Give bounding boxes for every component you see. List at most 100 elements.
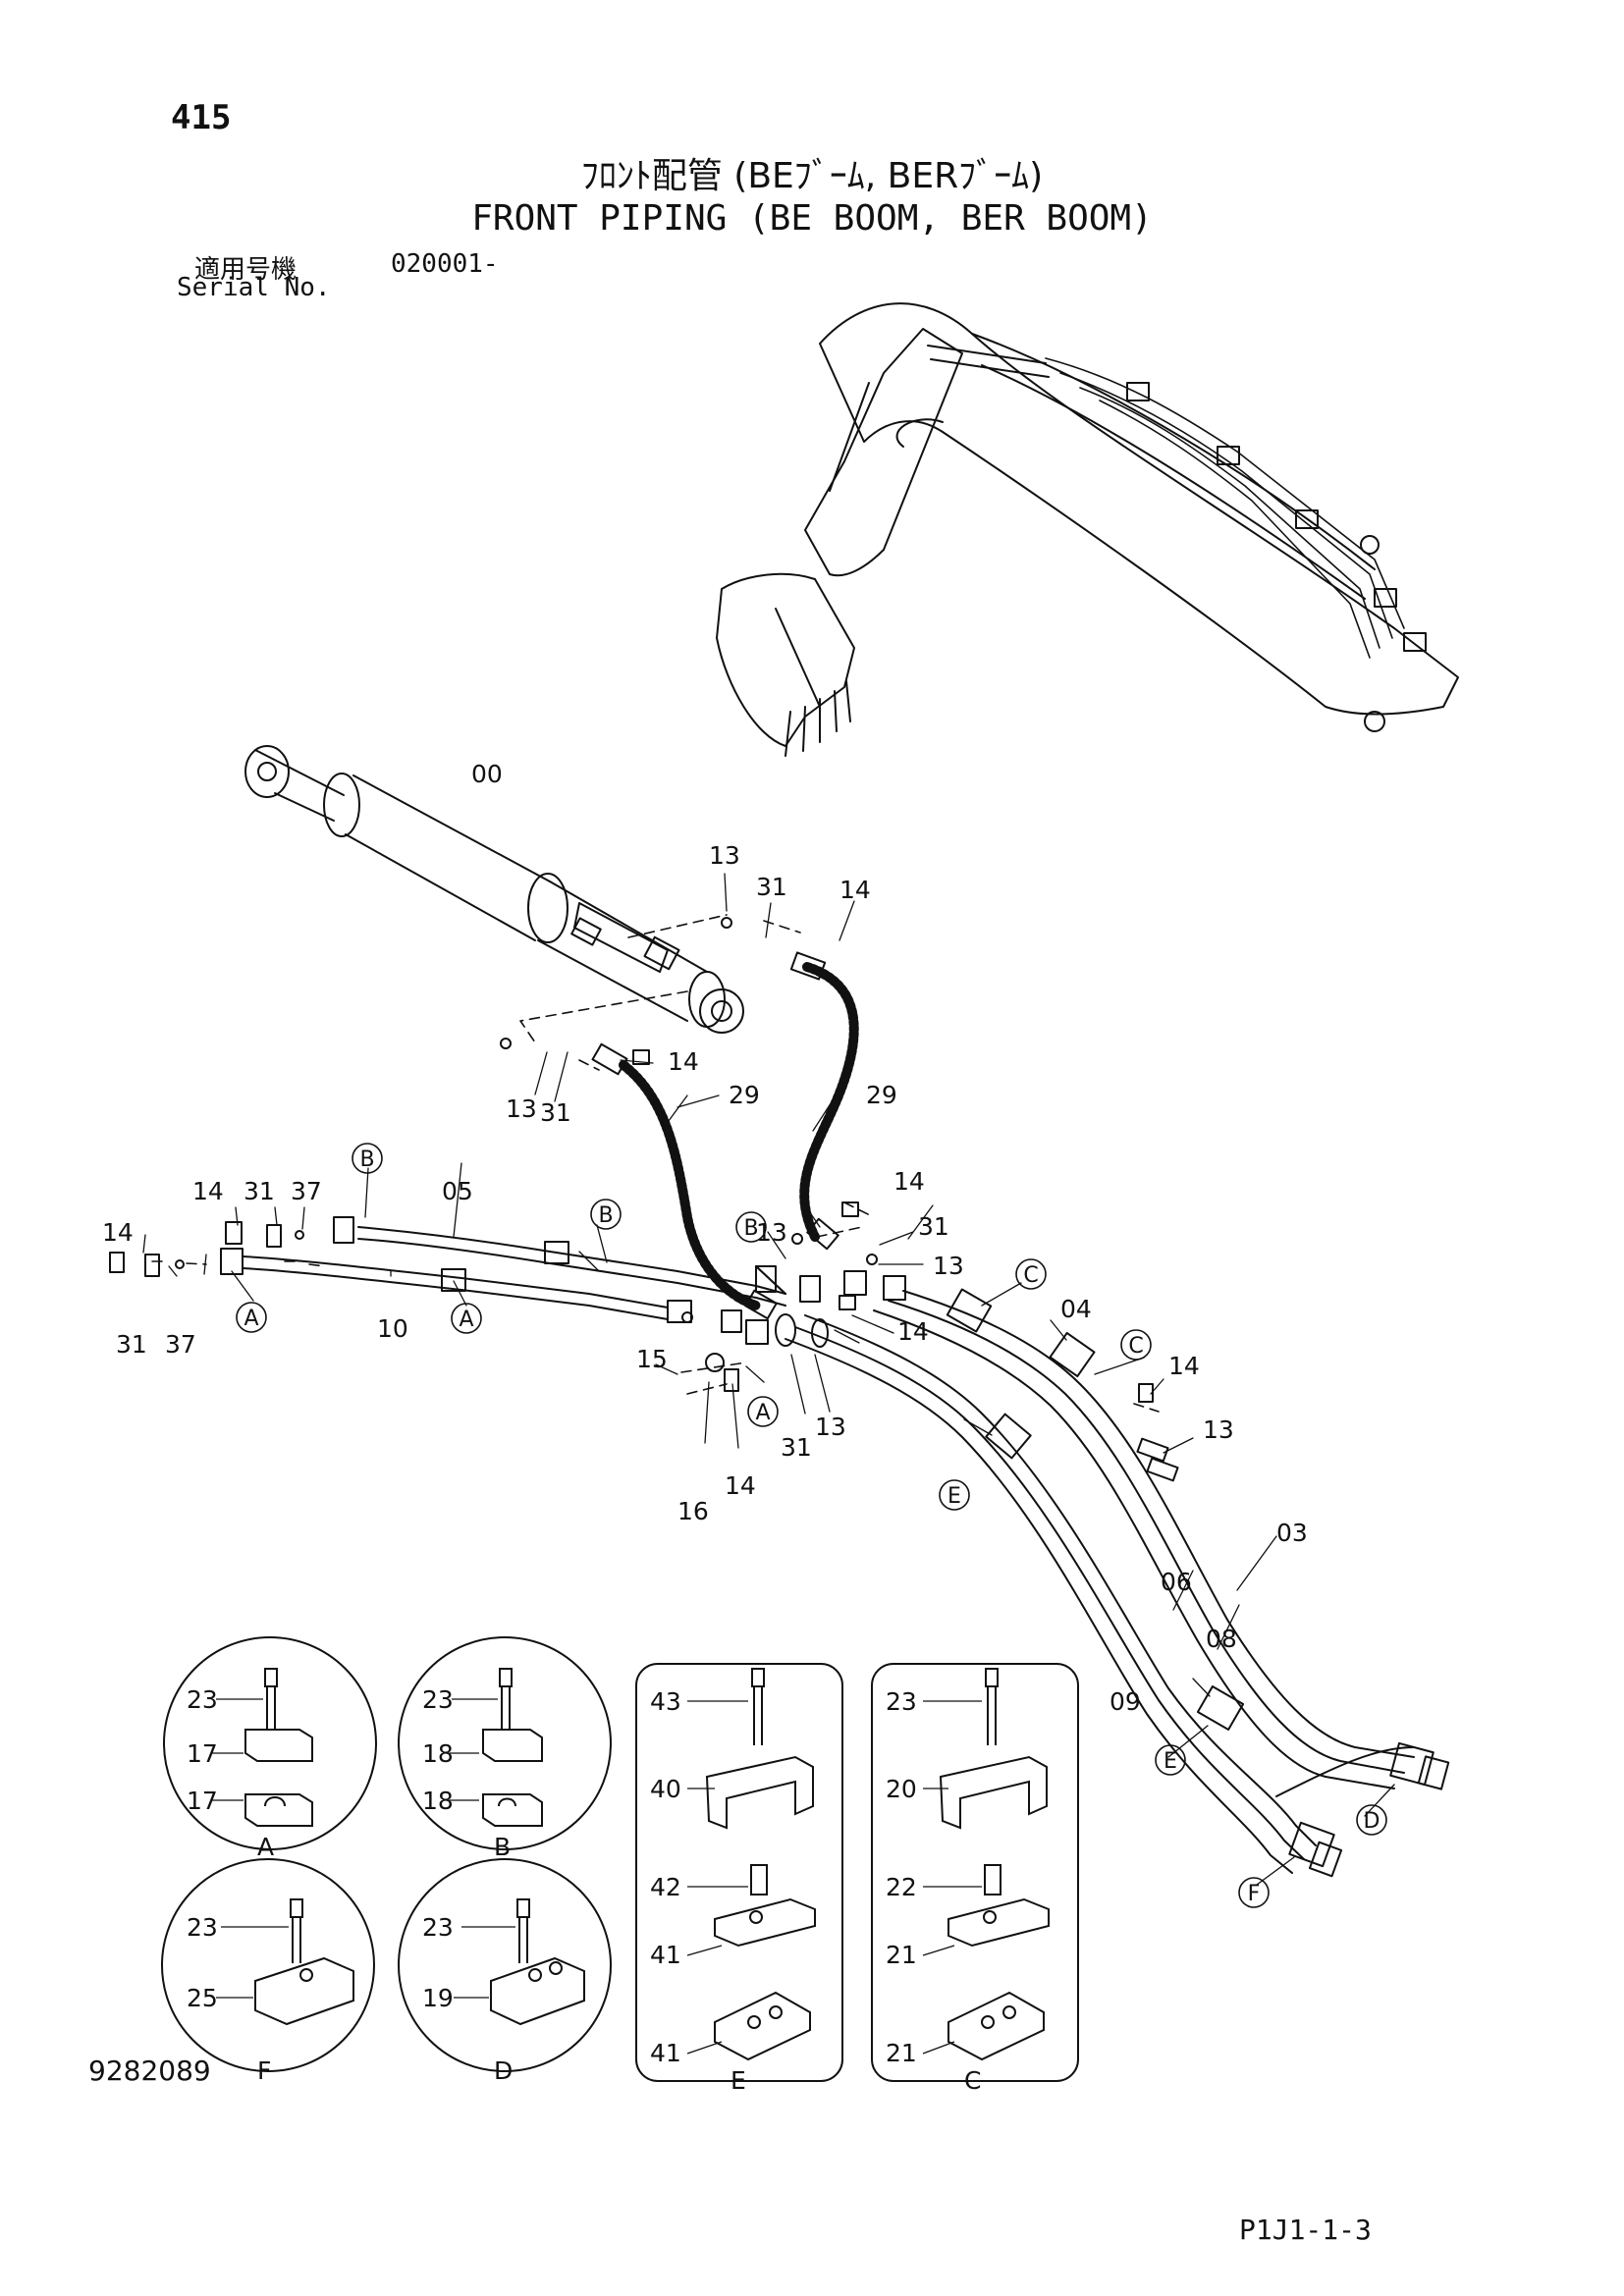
callout-31: 31: [244, 1177, 275, 1205]
callout-03: 03: [1276, 1519, 1308, 1547]
pipe-clamps: [946, 1288, 1450, 1878]
svg-text:B: B: [743, 1216, 758, 1241]
detail-b-bottom-label: 18: [422, 1787, 454, 1815]
callout-13: 13: [933, 1252, 964, 1280]
callout-14: 14: [839, 876, 871, 904]
callout-14: 14: [897, 1317, 929, 1346]
svg-text:E: E: [947, 1484, 961, 1509]
ref-circle-b: B: [735, 1211, 767, 1243]
callout-13: 13: [1203, 1415, 1234, 1444]
callout-14: 14: [668, 1047, 699, 1076]
ref-circle-a: A: [451, 1303, 482, 1334]
ref-circle-e: E: [939, 1479, 970, 1511]
svg-text:D: D: [1364, 1809, 1380, 1834]
detail-b-clamp: [398, 1636, 612, 1850]
ref-circle-b: B: [590, 1199, 622, 1230]
detail-e-bolt-label: 43: [650, 1687, 681, 1716]
callout-06: 06: [1161, 1568, 1192, 1596]
callout-10: 10: [377, 1314, 408, 1343]
detail-d-block-label: 19: [422, 1984, 454, 2012]
detail-a-clamp: [163, 1636, 377, 1850]
detail-e-bottom-label: 41: [650, 2039, 681, 2067]
callout-13: 13: [709, 841, 740, 870]
svg-text:B: B: [359, 1148, 374, 1172]
serial-label-english: Serial No.: [177, 273, 331, 302]
detail-a-caption: A: [257, 1833, 274, 1861]
callout-05: 05: [442, 1177, 473, 1205]
detail-e-caption: E: [731, 2066, 746, 2095]
title-english: FRONT PIPING (BE BOOM, BER BOOM): [471, 198, 1153, 239]
callout-08: 08: [1206, 1625, 1237, 1653]
detail-a-bolt-label: 23: [187, 1685, 218, 1714]
ref-circle-d: D: [1356, 1804, 1387, 1836]
callout-14: 14: [192, 1177, 224, 1205]
callout-14: 14: [102, 1218, 134, 1247]
serial-number: 020001-: [391, 249, 499, 279]
detail-e-cover-label: 40: [650, 1775, 681, 1803]
page-number: 415: [171, 98, 232, 137]
detail-c-bottom-label: 21: [886, 2039, 917, 2067]
detail-c-cover-label: 20: [886, 1775, 917, 1803]
callout-31: 31: [116, 1330, 147, 1359]
svg-text:A: A: [755, 1401, 770, 1425]
callout-29: 29: [866, 1081, 897, 1109]
svg-text:B: B: [598, 1203, 613, 1228]
detail-c-bolt-label: 23: [886, 1687, 917, 1716]
detail-c-caption: C: [964, 2066, 981, 2095]
ref-circle-b: B: [352, 1143, 383, 1174]
callout-13: 13: [506, 1095, 537, 1123]
ref-circle-c: C: [1120, 1329, 1152, 1361]
page-code: P1J1-1-3: [1239, 2214, 1372, 2246]
callout-14: 14: [1168, 1352, 1200, 1380]
junction-hardware: [500, 917, 1154, 1403]
callout-09: 09: [1110, 1687, 1141, 1716]
flexible-hoses: [591, 951, 859, 1320]
callout-29: 29: [729, 1081, 760, 1109]
excavator-front-illustration: [716, 302, 1459, 757]
detail-a-top-label: 17: [187, 1739, 218, 1768]
callout-14: 14: [725, 1471, 756, 1500]
callout-15: 15: [636, 1345, 668, 1373]
detail-b-caption: B: [494, 1833, 511, 1861]
detail-e-spacer-label: 42: [650, 1873, 681, 1901]
detail-f-bolt-label: 23: [187, 1913, 218, 1942]
ref-circle-a: A: [747, 1396, 779, 1427]
callout-00: 00: [471, 760, 503, 788]
callout-13: 13: [756, 1218, 787, 1247]
callout-31: 31: [918, 1212, 949, 1241]
detail-b-top-label: 18: [422, 1739, 454, 1768]
main-pipes: [785, 1290, 1415, 1874]
callout-leaders: [142, 873, 1395, 1886]
detail-c-top-label: 21: [886, 1941, 917, 1969]
svg-text:E: E: [1164, 1749, 1177, 1774]
boom-cylinder: [244, 745, 744, 1034]
ref-circle-f: F: [1238, 1877, 1270, 1908]
svg-text:C: C: [1128, 1334, 1143, 1359]
detail-f-block: [161, 1858, 375, 2072]
detail-d-bolt-label: 23: [422, 1913, 454, 1942]
detail-e-top-label: 41: [650, 1941, 681, 1969]
detail-d-block: [398, 1858, 612, 2072]
callout-31: 31: [540, 1098, 571, 1127]
callout-31: 31: [756, 873, 787, 901]
detail-e-clamp: [635, 1663, 843, 2082]
fittings-left: [109, 1216, 692, 1323]
diagram-number: 9282089: [88, 2055, 211, 2087]
callout-16: 16: [677, 1497, 709, 1525]
detail-c-clamp: [871, 1663, 1079, 2082]
callout-13: 13: [815, 1413, 846, 1441]
callout-04: 04: [1060, 1295, 1092, 1323]
callout-37: 37: [165, 1330, 196, 1359]
detail-b-bolt-label: 23: [422, 1685, 454, 1714]
detail-a-bottom-label: 17: [187, 1787, 218, 1815]
callout-31: 31: [781, 1433, 812, 1462]
callout-37: 37: [291, 1177, 322, 1205]
svg-text:A: A: [244, 1307, 258, 1331]
callout-14: 14: [893, 1167, 925, 1196]
ref-circle-e: E: [1155, 1744, 1186, 1776]
ref-circle-c: C: [1015, 1258, 1047, 1290]
detail-c-spacer-label: 22: [886, 1873, 917, 1901]
serial-label-japanese: 適用号機: [194, 255, 298, 285]
detail-f-block-label: 25: [187, 1984, 218, 2012]
